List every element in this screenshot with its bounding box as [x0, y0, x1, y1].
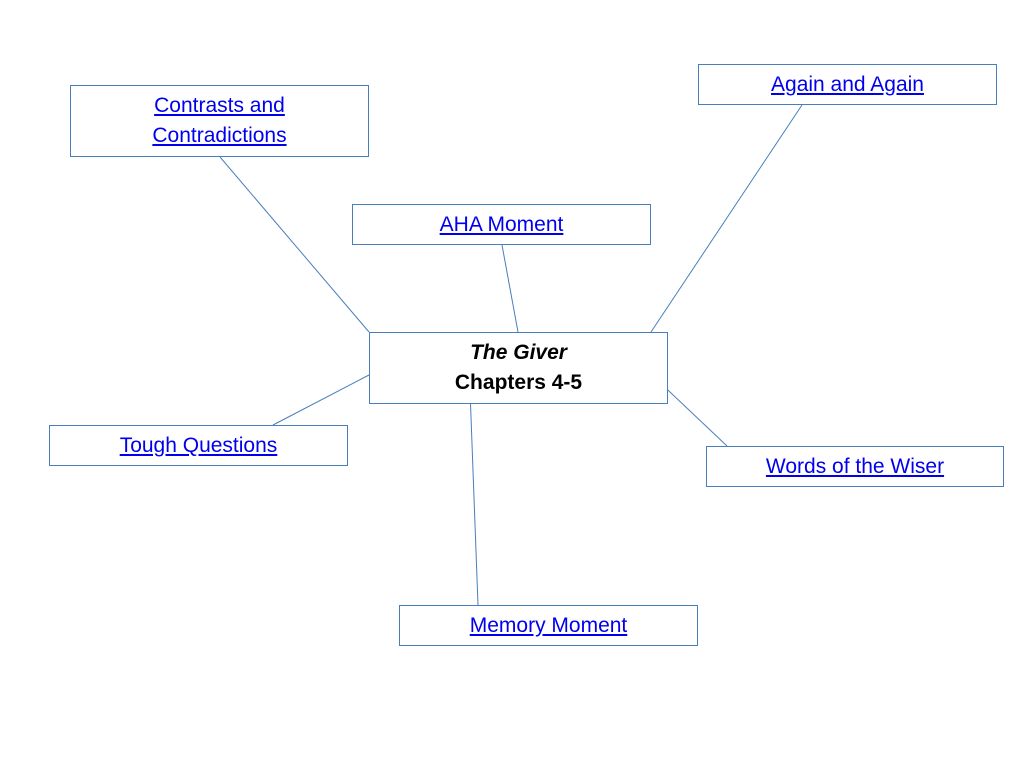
- node-aha-moment[interactable]: AHA Moment: [352, 204, 651, 245]
- node-words-of-the-wiser[interactable]: Words of the Wiser: [706, 446, 1004, 487]
- connector-again: [650, 104, 803, 333]
- words-of-the-wiser-link[interactable]: Words of the Wiser: [765, 454, 945, 478]
- contrasts-line1: Contrasts and: [154, 94, 285, 117]
- connector-aha: [501, 244, 519, 333]
- memory-moment-link[interactable]: Memory Moment: [469, 613, 628, 637]
- again-and-again-link[interactable]: Again and Again: [771, 72, 924, 96]
- connector-tough: [272, 374, 370, 426]
- node-tough-questions[interactable]: Tough Questions: [49, 425, 348, 466]
- central-topic-subtitle: Chapters 4-5: [454, 371, 583, 394]
- node-again-and-again[interactable]: Again and Again: [698, 64, 997, 105]
- central-topic-title: The Giver: [470, 341, 567, 364]
- tough-questions-link[interactable]: Tough Questions: [119, 433, 278, 457]
- node-contrasts-and-contradictions[interactable]: Contrasts and Contradictions: [70, 85, 369, 157]
- aha-moment-link[interactable]: AHA Moment: [439, 212, 564, 236]
- contrasts-line2: Contradictions: [152, 124, 287, 147]
- connector-contrasts: [219, 156, 370, 333]
- node-memory-moment[interactable]: Memory Moment: [399, 605, 698, 646]
- central-topic-box: The Giver Chapters 4-5: [369, 332, 668, 404]
- connector-memory: [469, 389, 479, 606]
- contrasts-link[interactable]: Contrasts and Contradictions: [152, 91, 286, 151]
